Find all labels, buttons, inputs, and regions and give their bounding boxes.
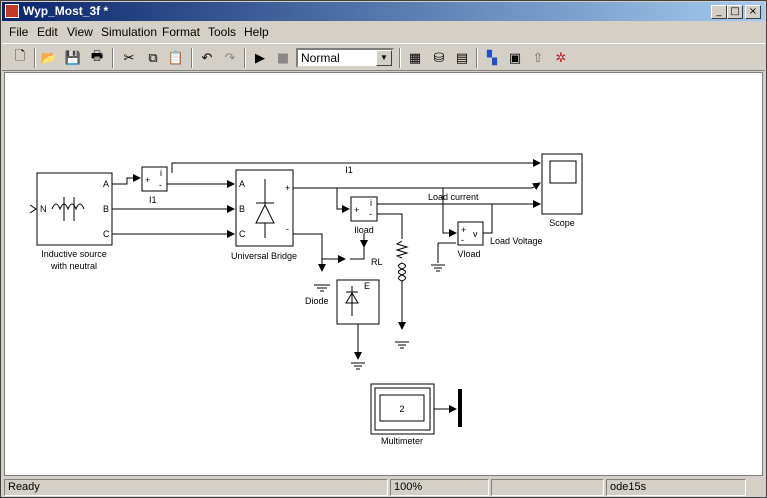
dc-source-block[interactable]: E: [336, 279, 380, 325]
i1-plus: +: [145, 175, 150, 185]
simulation-mode-select[interactable]: Normal ▼: [296, 48, 394, 68]
iload-label: Iload: [354, 225, 374, 235]
update-diagram-icon[interactable]: ⛁: [433, 50, 445, 66]
iload-plus: +: [354, 205, 359, 215]
toolbar: 🗋 📂 💾 🖶 ✂ ⧉ 📋 ↶ ↷ ▶ ■ Normal ▼ ▦ ⛁ ▤ ▚ ▣…: [2, 43, 765, 71]
vload-minus: -: [461, 235, 464, 245]
bridge-port-a: A: [239, 179, 245, 189]
vload-v: v: [473, 229, 478, 239]
bridge-port-b: B: [239, 204, 245, 214]
multimeter-label: Multimeter: [381, 436, 423, 446]
bridge-label: Universal Bridge: [231, 251, 297, 261]
source-port-b: B: [103, 204, 109, 214]
close-button[interactable]: ×: [745, 5, 761, 19]
debugger-icon[interactable]: ✲: [555, 50, 567, 66]
print-icon[interactable]: 🖶: [90, 49, 104, 64]
go-to-parent-icon[interactable]: ⇧: [532, 50, 544, 66]
cut-icon[interactable]: ✂: [123, 50, 135, 66]
diode-label: Diode: [305, 296, 329, 306]
simulation-mode-value: Normal: [301, 51, 340, 65]
dc-source-label: E: [364, 281, 370, 291]
build-subsystem-icon[interactable]: ▤: [455, 50, 469, 66]
start-simulation-icon[interactable]: ▶: [255, 50, 265, 66]
source-label-1: Inductive source: [41, 249, 107, 259]
scope-block[interactable]: Scope: [541, 153, 583, 228]
menu-view[interactable]: View: [67, 25, 93, 39]
paste-icon[interactable]: 📋: [167, 50, 185, 66]
status-bar: Ready 100% ode15s: [2, 478, 765, 497]
maximize-button[interactable]: □: [727, 5, 743, 19]
copy-icon[interactable]: ⧉: [148, 50, 158, 66]
status-solver: ode15s: [606, 479, 746, 496]
menu-tools[interactable]: Tools: [208, 25, 237, 39]
title-bar[interactable]: Wyp_Most_3f * _ □ ×: [2, 2, 765, 21]
status-ready: Ready: [4, 479, 388, 496]
vload-label: Vload: [457, 249, 480, 259]
chevron-down-icon[interactable]: ▼: [376, 50, 392, 66]
status-zoom: 100%: [390, 479, 489, 496]
source-port-a: A: [103, 179, 109, 189]
signal-load-voltage-label: Load Voltage: [490, 236, 543, 246]
i1-label: I1: [149, 195, 157, 205]
source-port-c: C: [103, 229, 110, 239]
save-icon[interactable]: 💾: [64, 50, 82, 66]
toolbar-separator: [399, 48, 401, 68]
menu-bar: File Edit View Simulation Format Tools H…: [2, 22, 765, 41]
menu-simulation[interactable]: Simulation: [101, 25, 158, 39]
i1-i: i: [160, 168, 162, 178]
iload-i: i: [370, 198, 372, 208]
bridge-minus: -: [286, 224, 289, 234]
new-model-icon[interactable]: 🗋: [14, 49, 26, 64]
multimeter-block[interactable]: 2 Multimeter: [370, 383, 462, 446]
menu-help[interactable]: Help: [244, 25, 269, 39]
open-folder-icon[interactable]: 📂: [40, 50, 58, 66]
bridge-port-c: C: [239, 229, 246, 239]
source-port-n: N: [40, 204, 47, 214]
toolbar-separator: [476, 48, 478, 68]
menu-edit[interactable]: Edit: [37, 25, 58, 39]
status-empty: [491, 479, 604, 496]
toolbar-separator: [191, 48, 193, 68]
build-icon[interactable]: ▦: [408, 50, 422, 66]
window-title: Wyp_Most_3f *: [23, 4, 109, 18]
universal-bridge-block[interactable]: A B C + - Universal Bridge: [231, 169, 297, 261]
redo-icon[interactable]: ↷: [224, 50, 236, 66]
rl-label: RL: [371, 257, 383, 267]
toolbar-separator: [34, 48, 36, 68]
i1-measurement-block[interactable]: + - i I1: [141, 166, 168, 205]
signal-wires: [112, 159, 541, 413]
bridge-plus: +: [285, 183, 290, 193]
vload-plus: +: [461, 225, 466, 235]
model-explorer-icon[interactable]: ▣: [508, 50, 522, 66]
inductive-source-block[interactable]: N A B C Inductive source with neutral: [36, 172, 113, 271]
source-label-2: with neutral: [50, 261, 97, 271]
menu-file[interactable]: File: [9, 25, 29, 39]
library-browser-icon[interactable]: ▚: [487, 50, 497, 66]
toolbar-separator: [244, 48, 246, 68]
vload-measurement-block[interactable]: + - v Vload: [457, 221, 484, 259]
block-diagram[interactable]: N A B C Inductive source with neutral + …: [5, 73, 762, 475]
iload-measurement-block[interactable]: + - i Iload: [350, 196, 378, 235]
toolbar-separator: [112, 48, 114, 68]
stop-simulation-icon[interactable]: ■: [276, 50, 290, 66]
model-canvas[interactable]: N A B C Inductive source with neutral + …: [4, 72, 763, 476]
multimeter-value: 2: [399, 404, 404, 414]
undo-icon[interactable]: ↶: [201, 50, 213, 66]
ground-symbols: [314, 264, 445, 370]
i1-minus: -: [159, 180, 162, 190]
rl-load-block[interactable]: RL: [371, 240, 409, 282]
scope-label: Scope: [549, 218, 575, 228]
iload-minus: -: [369, 209, 372, 219]
signal-i1-label: I1: [345, 165, 353, 175]
menu-format[interactable]: Format: [162, 25, 201, 39]
minimize-button[interactable]: _: [711, 5, 727, 19]
simulink-app-icon: [5, 4, 19, 18]
signal-load-current-label: Load current: [428, 192, 479, 202]
diode-block[interactable]: Diode: [305, 296, 329, 306]
